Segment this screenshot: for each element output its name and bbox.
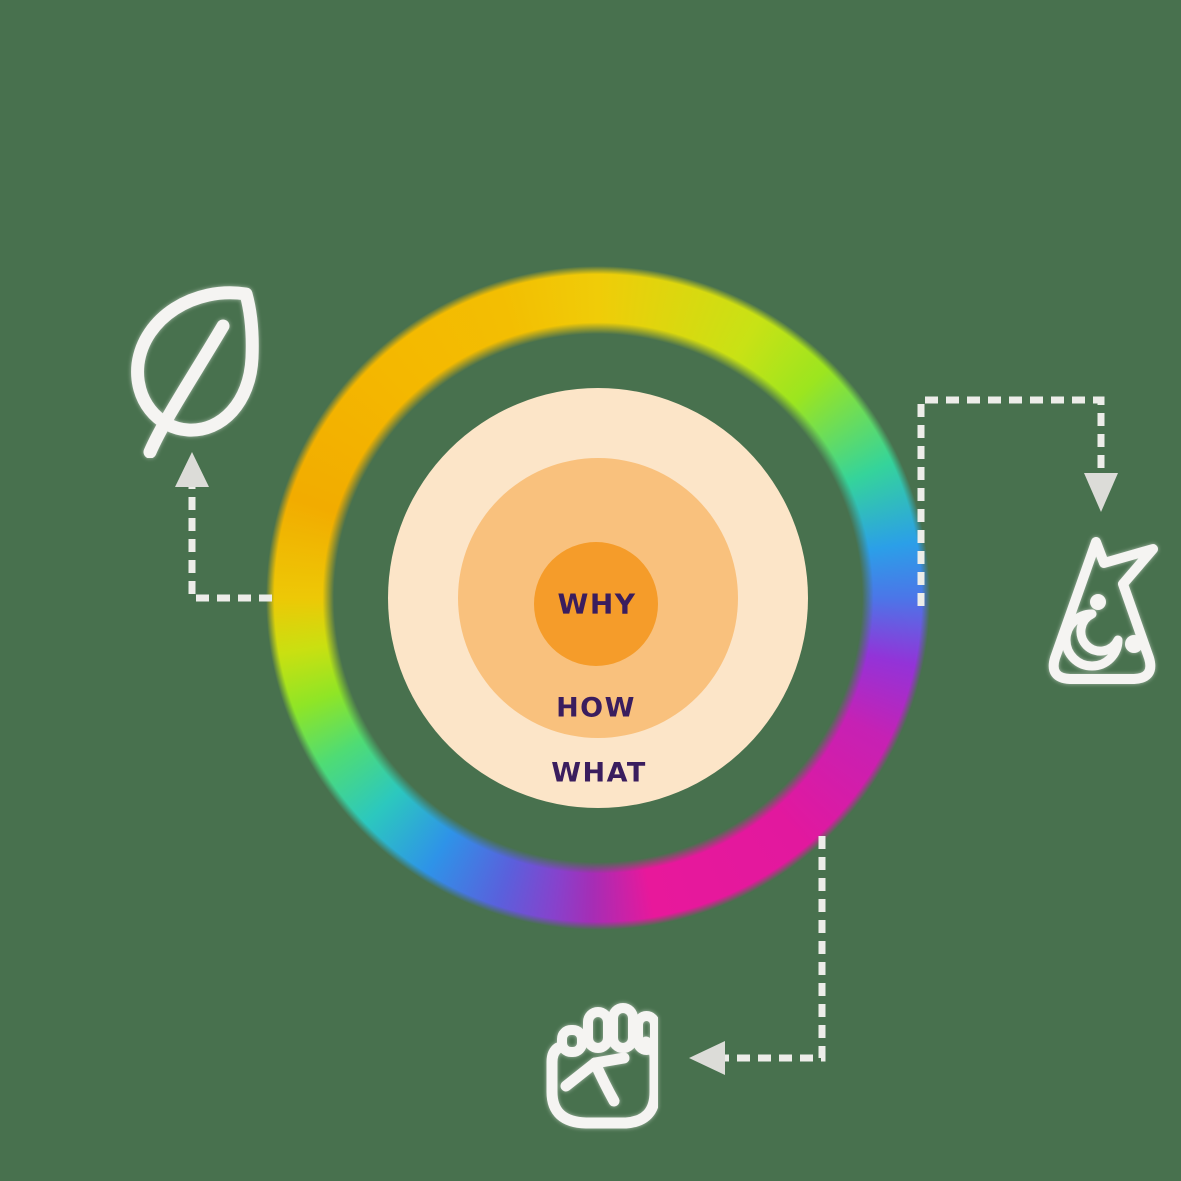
fist-palm-outline bbox=[546, 1036, 658, 1129]
arrow-to-leaf bbox=[175, 452, 272, 602]
arrowhead-up bbox=[175, 452, 209, 487]
why-circle bbox=[534, 542, 658, 666]
fist-fold-diagonal bbox=[589, 1057, 620, 1107]
bubble-small bbox=[1090, 594, 1106, 610]
what-label: WHAT bbox=[551, 757, 647, 789]
arrow-to-flask bbox=[917, 396, 1118, 606]
fist-thumb bbox=[557, 1025, 587, 1057]
leaf-icon bbox=[131, 286, 259, 458]
potion-flask-icon bbox=[1048, 537, 1158, 684]
fist-finger-2 bbox=[608, 1003, 638, 1053]
fist-finger-3 bbox=[633, 1011, 658, 1055]
flask-outline bbox=[1048, 537, 1158, 684]
fist-finger-1 bbox=[583, 1007, 613, 1053]
bubble-large bbox=[1125, 635, 1143, 653]
arrowhead-left bbox=[689, 1041, 725, 1075]
leaf-stem bbox=[143, 319, 230, 458]
leaf-outline bbox=[131, 286, 259, 437]
raised-fist-icon bbox=[546, 1003, 658, 1129]
crescent-moon bbox=[1061, 609, 1123, 671]
how-label: HOW bbox=[556, 692, 636, 724]
why-label: WHY bbox=[557, 587, 637, 621]
arrow-to-fist bbox=[689, 836, 826, 1075]
arrowhead-down bbox=[1084, 473, 1118, 512]
